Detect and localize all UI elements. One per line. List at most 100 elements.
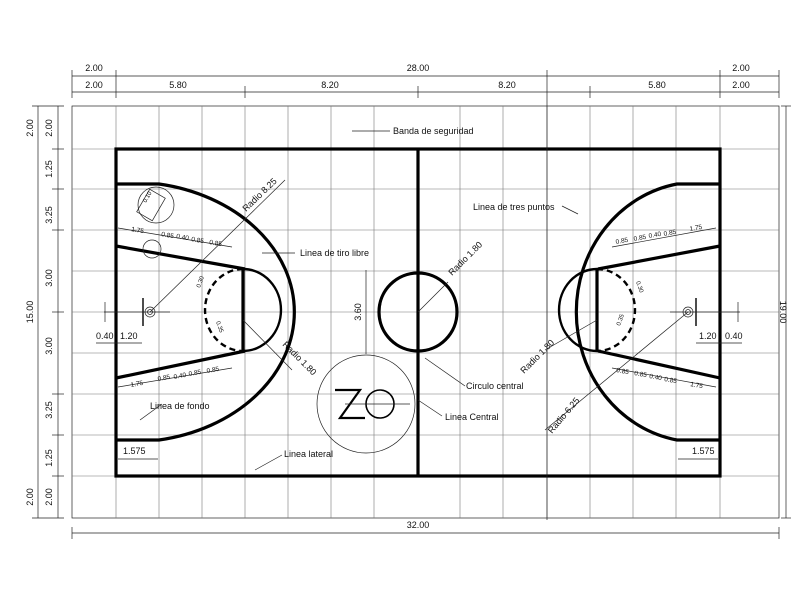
left-dimension-lines <box>32 105 64 519</box>
right-lower-dim-labels: 0.85 0.85 0.40 0.85 1.75 <box>616 367 704 390</box>
left-radius-180 <box>242 319 293 371</box>
label-center-line: Linea Central <box>445 412 499 422</box>
dim-top-r2-c: 8.20 <box>321 80 339 90</box>
left-radius-825 <box>149 179 286 313</box>
dim-top-r1-c: 2.00 <box>732 63 750 73</box>
rl-5: 1.75 <box>690 381 704 390</box>
ru-3: 0.40 <box>648 231 662 240</box>
dim-left-inner-7: 1.25 <box>44 449 54 467</box>
left-upper-dim-labels: 1.75 0.85 0.40 0.85 0.85 <box>131 226 223 248</box>
label-three-point-line: Linea de tres puntos <box>473 202 555 212</box>
right-dim-line-upper <box>611 227 717 248</box>
ru-4: 0.85 <box>663 229 677 238</box>
label-free-throw-line: Linea de tiro libre <box>300 248 369 258</box>
dim-left-inner-5: 3.00 <box>44 337 54 355</box>
left-three-point-line <box>116 182 296 442</box>
dim-top-r1-a: 2.00 <box>85 63 103 73</box>
left-lower-dim-labels: 1.75 0.85 0.40 0.85 0.85 <box>130 366 220 389</box>
left-key-lower <box>115 349 246 380</box>
lu-2: 0.85 <box>161 231 175 240</box>
right-radius-180 <box>544 319 598 351</box>
dim-left-inner-3: 3.25 <box>44 206 54 224</box>
center-markings <box>316 270 449 454</box>
leader-lines <box>139 130 579 471</box>
right-free-throw-arc <box>557 267 598 353</box>
left-aux-circle <box>137 186 175 224</box>
label-backboard-left-a: 0.40 <box>96 331 114 341</box>
ru-1: 0.85 <box>615 237 629 246</box>
dim-left-outer: 15.00 <box>25 301 35 324</box>
top-dimension-lines <box>71 70 780 520</box>
dim-left-inner-6: 3.25 <box>44 401 54 419</box>
dim-top-r2-f: 2.00 <box>732 80 750 90</box>
sd-b: 0.35 <box>214 321 224 335</box>
dim-top-r2-d: 8.20 <box>498 80 516 90</box>
ll-2: 0.85 <box>157 374 171 383</box>
dim-top-r2-a: 2.00 <box>85 80 103 90</box>
left-free-throw-arc <box>242 267 283 353</box>
dim-left-outer-bottom: 2.00 <box>25 488 35 506</box>
rl-1: 0.85 <box>616 367 630 376</box>
center-radius-line <box>417 281 449 313</box>
sd-d: 0.30 <box>634 281 644 295</box>
left-dim-line-upper <box>117 227 233 248</box>
lu-4: 0.85 <box>191 236 205 245</box>
dim-left-inner-8: 2.00 <box>44 488 54 506</box>
dim-left-inner-4: 3.00 <box>44 269 54 287</box>
dim-right-total: 19.00 <box>778 301 788 324</box>
left-free-throw-arc-dashed <box>203 267 244 353</box>
right-upper-dim-labels: 0.85 0.85 0.40 0.85 1.75 <box>615 224 703 246</box>
ll-4: 0.85 <box>188 369 202 378</box>
left-dim-line-lower <box>117 367 233 388</box>
lu-3: 0.40 <box>176 233 190 242</box>
dim-top-r1-b: 28.00 <box>407 63 430 73</box>
dim-bottom-total: 32.00 <box>407 520 430 530</box>
right-half-markings <box>544 182 742 460</box>
label-radius-625: Radio 6.25 <box>546 395 582 435</box>
right-three-point-line <box>574 182 720 442</box>
rl-4: 0.85 <box>664 376 678 385</box>
right-free-throw-arc-dashed <box>596 267 637 353</box>
dim-top-r2-b: 5.80 <box>169 80 187 90</box>
label-backboard-right-b: 0.40 <box>725 331 743 341</box>
rl-3: 0.40 <box>649 373 663 382</box>
dim-left-inner-1: 2.00 <box>44 119 54 137</box>
dim-left-outer-top: 2.00 <box>25 119 35 137</box>
label-safety-band: Banda de seguridad <box>393 126 474 136</box>
label-radius-180-right: Radio 1.80 <box>518 338 556 376</box>
lu-1: 1.75 <box>131 226 145 235</box>
label-corner-left: 1.575 <box>123 446 146 456</box>
left-key-upper <box>115 244 246 271</box>
label-radius-180-ft: Radio 1.80 <box>281 339 319 377</box>
right-bottom-dimension-lines <box>71 105 791 539</box>
dim-left-inner-2: 1.25 <box>44 160 54 178</box>
right-key-lower <box>597 349 721 380</box>
rl-2: 0.85 <box>634 370 648 379</box>
label-radius-825: Radio 8.25 <box>240 176 278 213</box>
dim-top-r2-e: 5.80 <box>648 80 666 90</box>
right-radius-625 <box>544 311 689 431</box>
center-circle <box>377 271 459 353</box>
right-dim-line-lower <box>611 367 717 388</box>
sd-a: 0.30 <box>196 275 206 289</box>
lu-5: 0.85 <box>209 239 223 248</box>
label-side-line: Linea lateral <box>284 449 333 459</box>
ru-5: 1.75 <box>689 224 703 233</box>
sd-e: 0.10 <box>143 190 154 204</box>
label-corner-right: 1.575 <box>692 446 715 456</box>
ll-1: 1.75 <box>130 380 144 389</box>
sd-c: 0.35 <box>616 313 626 327</box>
label-center-circle: Circulo central <box>466 381 524 391</box>
ll-5: 0.85 <box>206 366 220 375</box>
label-backboard-right-a: 1.20 <box>699 331 717 341</box>
label-radius-180-center: Radio 1.80 <box>446 240 484 278</box>
left-aux-circle-2 <box>142 239 162 259</box>
label-end-line: Linea de fondo <box>150 401 210 411</box>
ru-2: 0.85 <box>633 234 647 243</box>
left-small-box <box>136 188 166 222</box>
label-backboard-left-b: 1.20 <box>120 331 138 341</box>
center-logo-circle <box>316 354 416 454</box>
left-half-markings <box>96 179 296 460</box>
small-dim-labels: 0.30 0.35 0.35 0.30 0.10 <box>143 190 644 334</box>
